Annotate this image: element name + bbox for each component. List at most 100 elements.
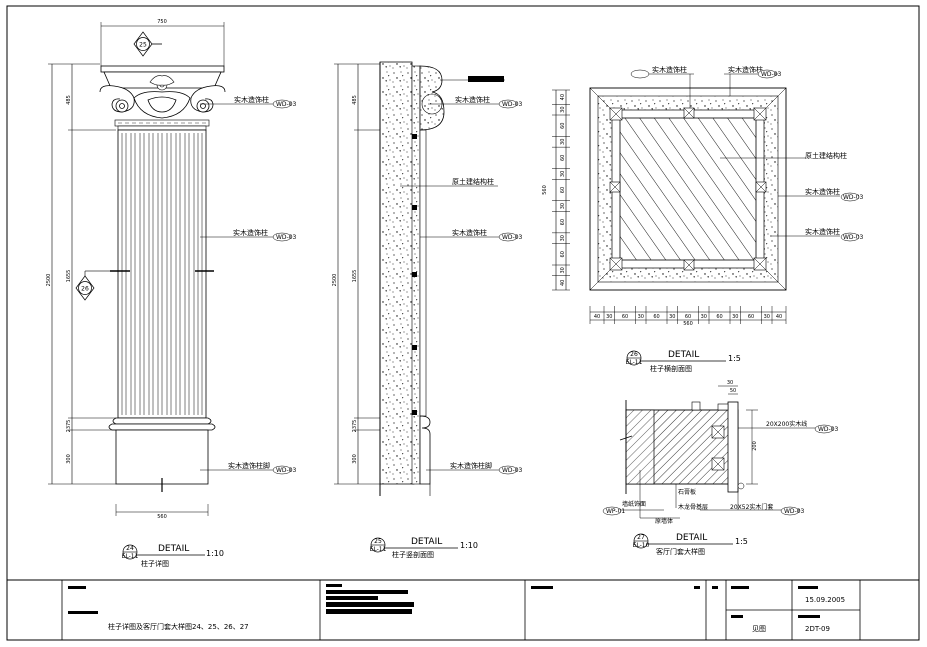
dim-segment-left: 30 — [560, 106, 566, 112]
dim-segment-bottom: 30 — [732, 314, 738, 320]
dim-segment-bottom: 30 — [669, 314, 675, 320]
dim-segment-bottom: 30 — [701, 314, 707, 320]
dim-segment-left: 40 — [560, 280, 566, 286]
callout26-top-left: 实木造饰柱 — [652, 65, 687, 74]
section-bubble-26: 26 — [81, 286, 89, 293]
dim-segment-bottom: 60 — [748, 314, 754, 320]
title-block: 柱子详图及客厅门套大样图24、25、26、27 15.09.2005 见图 2D… — [7, 579, 919, 640]
callout27-door-trim-ref: WD-03 — [784, 508, 805, 515]
redacted-tb-8 — [531, 586, 553, 589]
redacted-tb-2 — [68, 611, 98, 614]
dim27-top-b: 50 — [730, 388, 736, 394]
dim-top-width: 750 — [157, 19, 167, 25]
callout27-wall: 原墙体 — [655, 517, 673, 525]
section-bubble-25: 25 — [139, 42, 147, 49]
dim-segment-left: 30 — [560, 203, 566, 209]
detail-27-number: 27 — [637, 534, 645, 541]
dim-segment-bottom: 40 — [776, 314, 782, 320]
dim25-capital-height: 485 — [352, 95, 358, 105]
dim27-top-a: 30 — [727, 380, 733, 386]
callout25-plinth-ref: WD-03 — [502, 467, 523, 474]
drawing-number: 2DT-09 — [805, 625, 830, 633]
redacted-tb-14 — [798, 615, 820, 618]
callout25-capital: 实木造饰柱 — [455, 95, 490, 104]
detail-26-sheet: EL-11 — [626, 359, 643, 366]
redacted-tb-10 — [712, 586, 718, 589]
detail-26-header: DETAIL — [668, 350, 699, 360]
drawing-remark: 见图 — [752, 625, 766, 633]
callout26-top-right: 实木造饰柱 — [728, 65, 763, 74]
callout25-shaft-ref: WD-03 — [502, 234, 523, 241]
callout-capital: 实木造饰柱 — [234, 95, 269, 104]
dim-segment-left: 60 — [560, 251, 566, 257]
detail-25-subtitle: 柱子竖剖面图 — [392, 550, 434, 559]
drawing-date: 15.09.2005 — [805, 596, 845, 604]
dim-segment-left: 60 — [560, 187, 566, 193]
callout-shaft: 实木造饰柱 — [233, 228, 268, 237]
callout-plinth-ref: WD-03 — [276, 467, 297, 474]
dim-segment-left: 40 — [560, 94, 566, 100]
callout-shaft-ref: WD-03 — [276, 234, 297, 241]
callout27-molding-ref: WD-03 — [818, 426, 839, 433]
dim-segment-bottom: 40 — [594, 314, 600, 320]
dim-segment-left: 30 — [560, 139, 566, 145]
dim-segment-left: 30 — [560, 267, 566, 273]
dim-segment-left: 30 — [560, 235, 566, 241]
redacted-tb-13 — [731, 615, 743, 618]
redacted-tb-9 — [694, 586, 700, 589]
callout25-shaft: 实木造饰柱 — [452, 228, 487, 237]
dim-capital-height: 485 — [66, 95, 72, 105]
callout26-right-mid-ref: WD-03 — [843, 194, 864, 201]
detail-26-number: 26 — [630, 351, 638, 358]
redacted-label-top — [468, 76, 504, 82]
detail-24-number: 24 — [126, 545, 134, 552]
redacted-tb-7 — [326, 609, 412, 614]
dim-shaft-height: 1655 — [66, 270, 72, 283]
detail-25-vertical-section: 2500 485 1655 2375 300 实木造饰柱 WD-03 原土建结构… — [332, 61, 523, 559]
callout-capital-ref: WD-03 — [276, 101, 297, 108]
redacted-tb-12 — [798, 586, 818, 589]
callout26-top-right-ref: WD-03 — [761, 71, 782, 78]
detail-27-sheet: EL-10 — [633, 542, 650, 549]
callout27-furring: 木龙骨基层 — [678, 503, 708, 511]
callout27-wallpaper-ref: WP-01 — [606, 508, 625, 515]
redacted-tb-1 — [68, 586, 86, 589]
redacted-tb-4 — [326, 590, 408, 594]
callout27-gypsum: 石膏板 — [678, 488, 696, 496]
callout25-structure: 原土建结构柱 — [452, 177, 494, 186]
dim-segment-bottom: 30 — [638, 314, 644, 320]
redacted-tb-3 — [326, 584, 342, 587]
dim-segment-left: 60 — [560, 123, 566, 129]
dim25-shaft-height: 1655 — [352, 270, 358, 283]
callout27-door-trim: 20X52实木门套 — [730, 503, 773, 511]
detail-25-scale: 1:10 — [460, 541, 478, 550]
redacted-tb-5 — [326, 596, 378, 600]
dim25-total-height: 2500 — [332, 274, 338, 287]
detail-26-subtitle: 柱子横剖面图 — [650, 364, 692, 373]
detail-24-scale: 1:10 — [206, 549, 224, 558]
detail-25-header: DETAIL — [411, 537, 442, 547]
dim-base-width: 560 — [157, 514, 167, 520]
dim-segment-left: 60 — [560, 219, 566, 225]
dim-segment-left: 30 — [560, 171, 566, 177]
redacted-tb-11 — [731, 586, 749, 589]
detail-26-plan-section: 560 40 30 60 30 60 30 60 30 60 30 60 30 40 40 30 60 30 6… — [542, 65, 864, 373]
dim-segment-bottom: 60 — [716, 314, 722, 320]
drawing-title: 柱子详图及客厅门套大样图24、25、26、27 — [108, 622, 249, 631]
detail-27-subtitle: 客厅门套大样图 — [656, 547, 705, 556]
detail-24-sheet: EL-11 — [122, 553, 139, 560]
dim-segment-bottom: 60 — [653, 314, 659, 320]
detail-27-header: DETAIL — [676, 533, 707, 543]
callout26-right-low-ref: WD-03 — [843, 234, 864, 241]
detail-26-scale: 1:5 — [728, 354, 741, 363]
callout25-capital-ref: WD-03 — [502, 101, 523, 108]
dim-segment-bottom: 60 — [685, 314, 691, 320]
dim25-plinth-height: 300 — [352, 454, 358, 464]
dim26-overall: 560 — [683, 321, 693, 327]
dim-base-ring: 2375 — [66, 420, 72, 433]
detail-25-sheet: EL-11 — [370, 546, 387, 553]
dim-plinth-height: 300 — [66, 454, 72, 464]
callout27-molding: 20X200实木线 — [766, 420, 807, 428]
